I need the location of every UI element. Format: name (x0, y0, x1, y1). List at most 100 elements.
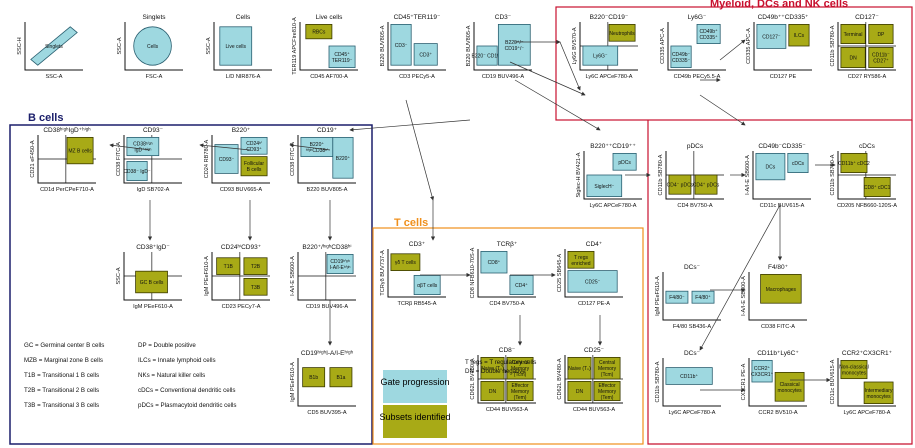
gating-arrow (699, 94, 746, 126)
plot-title: CD24ʰⁱCD93⁺ (221, 244, 261, 251)
gate-shape (219, 26, 253, 66)
gate-label: Macrophages (766, 287, 797, 293)
gate-label: CD93⁻ (219, 157, 235, 163)
y-axis-label: Ly6G BV570-A (572, 27, 578, 64)
gate-label: CD25⁻ (585, 279, 601, 285)
gate-shape (840, 359, 868, 380)
abbrev-cdcs: cDCs = Conventional dendritic cells (138, 387, 236, 394)
gate-shape (302, 367, 326, 388)
myeloid-section-title: Myeloid, DCs and NK cells (710, 0, 848, 10)
legend-subset-label: Subsets identified (379, 412, 450, 422)
y-axis-label: TCRγδ BUV737-A (380, 250, 386, 296)
gate-label: CD11b⁺ cDC2 (838, 161, 870, 167)
b-cells-section-border (9, 124, 373, 445)
plot-title: B220⁺⁺CD19⁺⁺ (590, 143, 636, 150)
plot-title: CD127⁻ (855, 14, 879, 21)
plot-title: pDCs (687, 143, 704, 150)
x-axis-label: CD5 BUV395-A (307, 410, 346, 416)
abbrev-dp: DP = Double positive (138, 342, 196, 349)
gate-shape (216, 257, 241, 275)
plot-axes (211, 135, 270, 184)
gate-label: CD38⁻ IgD⁻ (123, 169, 151, 175)
y-axis-label: CD38 FITC-A (116, 142, 122, 176)
x-axis-label: CD45 AF700-A (310, 74, 348, 80)
plot-title: CD3⁺ (409, 241, 425, 248)
gate-shape (582, 45, 619, 66)
gating-arrow (699, 204, 781, 351)
gate-shape (840, 23, 866, 45)
gate-shape (66, 136, 94, 165)
gate-shape (787, 152, 809, 173)
gate-shape (480, 356, 505, 380)
gate-shape (243, 277, 268, 296)
gate-label: cDCs (792, 161, 805, 167)
plot-axes (211, 252, 270, 301)
gate-shape (126, 136, 160, 157)
plot-axes (662, 272, 721, 321)
gate-shape (328, 45, 356, 69)
y-axis-label: CD62L BV480-A (557, 358, 563, 399)
abbrev-pdcs: pDCs = Plasmacytoid dendritic cells (138, 402, 237, 409)
abbrev-t3b: T3B = Transitional 3 B cells (24, 402, 99, 409)
x-axis-label: CD4 BV750-A (489, 301, 524, 307)
y-axis-label: SSC-A (116, 267, 122, 284)
plot-title: B220⁺ (232, 127, 251, 134)
gate-label: CD8⁺ cDC1 (864, 185, 891, 191)
y-axis-label: I-A/I-E SB600-A (745, 155, 751, 195)
plot-axes (473, 22, 532, 71)
x-axis-label: FSC-A (146, 74, 163, 80)
y-axis-label: CD25 SB645-A (557, 254, 563, 293)
gate-shape (788, 23, 810, 47)
plot-axes (124, 22, 183, 71)
gate-label: CD8⁺ (488, 260, 501, 266)
gate-label: CD45⁺TER119⁻ (332, 52, 353, 64)
x-axis-label: CD93 BUV665-A (220, 187, 263, 193)
gate-shape (751, 359, 773, 383)
gate-label: B220⁺ʰⁱᵍʰCD38ʰⁱ (306, 142, 328, 154)
gate-label: Cells (147, 44, 159, 50)
abbrev-t1b: T1B = Transitional 1 B cells (24, 372, 99, 379)
plot-title: cDCs (859, 143, 876, 150)
gate-label: CD3⁻ (395, 43, 408, 49)
plot-title: CD8⁻ (499, 347, 515, 354)
gate-shape (30, 26, 78, 66)
plot-title: B220⁻CD19⁻ (590, 14, 629, 21)
plot-title: CD49b⁺⁺CD335⁺ (758, 14, 809, 21)
gate-label: Naive (Tₙ) (568, 366, 591, 372)
gate-label: γδ T cells (395, 260, 417, 266)
x-axis-label: CD19 BUV496-A (482, 74, 525, 80)
gate-shape (332, 136, 354, 179)
plot-axes (123, 135, 182, 184)
legend-gate-swatch (383, 370, 447, 403)
y-axis-label: Siglec-H BV421-A (576, 152, 582, 197)
gate-label: DN (576, 389, 584, 395)
gate-label: ILCs (794, 33, 805, 39)
gating-arrow (719, 39, 746, 61)
x-axis-label: CD205 NFB660-120S-A (837, 203, 897, 209)
gate-shape (214, 144, 239, 174)
plot-title: CD11b⁺Ly6C⁺ (757, 350, 799, 357)
plot-axes (662, 358, 721, 407)
myeloid-section-border-top (555, 6, 913, 121)
gate-shape (868, 23, 894, 45)
plot-title: Live cells (316, 14, 343, 21)
